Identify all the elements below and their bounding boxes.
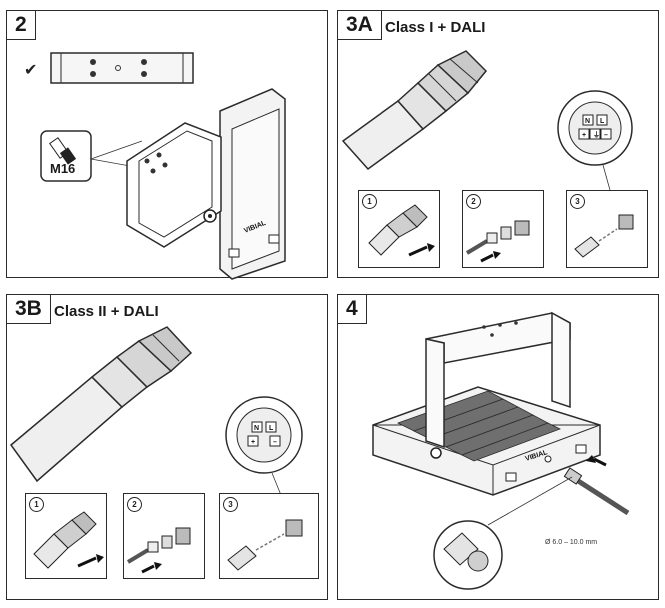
substep-number: 2 [127, 497, 142, 512]
step-number: 3B [7, 295, 51, 324]
insert-arrow-icon [593, 457, 607, 467]
pin-label: + [251, 439, 255, 446]
pin-label: – [604, 132, 608, 139]
luminaire-installation: VIBIAL [372, 311, 630, 590]
pin-label: N [585, 118, 590, 125]
panel-title: Class II + DALI [54, 303, 159, 320]
pin-label: N [254, 425, 259, 432]
pin-label: L [600, 118, 605, 125]
step-number: 4 [338, 295, 367, 324]
step-number: 3A [338, 11, 382, 40]
panel-step-3a: 3A Class I + DALI N L + ⏚ – 1 2 [337, 10, 659, 278]
pin-label: + [582, 132, 586, 139]
substep-3: 3 [219, 493, 319, 579]
connector-overview: N L + ⏚ – [341, 50, 633, 202]
bracket-icon [50, 52, 194, 84]
checkmark-icon: ✔ [24, 62, 37, 79]
substep-number: 3 [223, 497, 238, 512]
wrench-tool-icon [40, 130, 92, 182]
cable-diameter-label: Ø 6.0 – 10.0 mm [545, 539, 598, 546]
panel-step-4: 4 VIBIAL Ø 6.0 – 1 [337, 294, 659, 600]
loosen-nut-icon [33, 511, 104, 569]
pin-label: – [273, 439, 277, 446]
loosen-nut-icon [368, 204, 435, 257]
cable-icon [570, 474, 630, 516]
substep-number: 1 [29, 497, 44, 512]
substep-number: 3 [570, 194, 585, 209]
step-number: 2 [7, 11, 36, 40]
luminaire-with-bracket-icon: VIBIAL [126, 88, 286, 280]
tool-size-label: M16 [50, 161, 76, 176]
substep-number: 2 [466, 194, 481, 209]
cable-insert-icon [126, 527, 191, 574]
panel-title: Class I + DALI [385, 19, 486, 36]
substep-2: 2 [123, 493, 205, 579]
substep-2: 2 [462, 190, 544, 268]
connector-overview: N L + – [9, 326, 303, 506]
substep-1: 1 [25, 493, 107, 579]
wire-connect-icon [227, 519, 303, 571]
step-2-illustration: ✔ VIBIAL [24, 52, 286, 280]
panel-step-3b: 3B Class II + DALI N L + – 1 2 [6, 294, 328, 600]
wire-connect-icon [574, 214, 634, 258]
pin-label: L [269, 425, 274, 432]
substep-number: 1 [362, 194, 377, 209]
substep-3: 3 [566, 190, 648, 268]
pin-label: ⏚ [593, 131, 600, 139]
panel-step-2: 2 ✔ VIBIAL [6, 10, 328, 280]
cable-insert-icon [465, 220, 530, 263]
substep-1: 1 [358, 190, 440, 268]
